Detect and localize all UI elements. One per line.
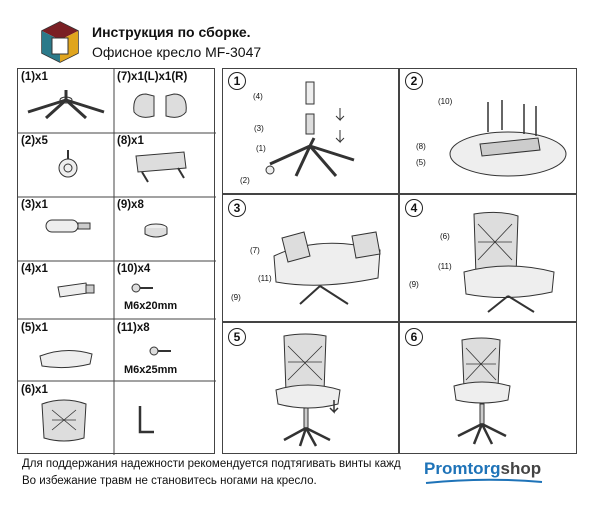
part-8-mechanism-drawing [135, 151, 187, 183]
part-11-size: M6x25mm [124, 364, 178, 376]
parts-list [17, 68, 216, 455]
brand-name: Promtorgshop [424, 459, 541, 479]
part-8-label: (8)x1 [117, 135, 144, 147]
step-5-number: 5 [228, 328, 246, 346]
hex-key-drawing [138, 406, 154, 434]
step-1-callout-2: (2) [240, 176, 250, 185]
part-9-label: (9)x8 [117, 199, 144, 211]
page-subtitle: Офисное кресло MF-3047 [92, 44, 262, 60]
part-4-cover-drawing [57, 282, 95, 298]
part-5-seat-drawing [39, 350, 93, 369]
step-3-callout-11: (11) [258, 274, 272, 283]
step-3-panel [222, 194, 399, 322]
step-2-callout-10: (10) [438, 97, 453, 106]
part-7-armrests-drawing [133, 93, 187, 118]
step-4-callout-6: (6) [440, 232, 450, 241]
part-9-cap-drawing [144, 223, 168, 238]
step-3-number: 3 [228, 199, 246, 217]
part-11-bolt-drawing [149, 346, 171, 356]
part-1-base-drawing [27, 90, 105, 120]
step-2-number: 2 [405, 72, 423, 90]
safety-note: Во избежание травм не становитесь ногами… [22, 475, 317, 487]
step-3-callout-7: (7) [250, 246, 260, 255]
brand-name-part2: shop [500, 459, 542, 478]
part-3-label: (3)x1 [21, 199, 48, 211]
step-3-drawing [273, 231, 381, 305]
step-4-callout-11: (11) [438, 262, 452, 271]
page-title: Инструкция по сборке. [92, 24, 251, 40]
step-6-number: 6 [405, 328, 423, 346]
part-3-gaslift-drawing [45, 219, 91, 233]
step-1-callout-3: (3) [254, 124, 264, 133]
part-1-label: (1)x1 [21, 71, 48, 83]
maintenance-note: Для поддержания надежности рекомендуется… [22, 458, 401, 470]
step-5-panel [222, 322, 399, 454]
brand-swoosh-icon [425, 478, 543, 484]
step-5-drawing [275, 333, 341, 447]
part-10-size: M6x20mm [124, 300, 178, 312]
step-4-drawing [463, 211, 555, 313]
step-1-callout-4: (4) [253, 92, 263, 101]
step-3-callout-9: (9) [231, 293, 241, 302]
part-4-label: (4)x1 [21, 263, 48, 275]
part-7-label: (7)x1(L)x1(R) [117, 71, 188, 83]
part-10-label: (10)x4 [117, 263, 151, 275]
step-4-callout-9: (9) [409, 280, 419, 289]
step-2-callout-8: (8) [416, 142, 426, 151]
step-1-panel [222, 68, 399, 194]
part-6-backrest-drawing [41, 399, 87, 442]
part-2-label: (2)x5 [21, 135, 48, 147]
step-1-callout-1: (1) [256, 144, 266, 153]
brand-logo [40, 20, 80, 64]
step-1-number: 1 [228, 72, 246, 90]
part-5-label: (5)x1 [21, 322, 48, 334]
step-4-panel [399, 194, 577, 322]
part-11-label: (11)x8 [117, 322, 150, 334]
step-2-drawing [449, 100, 567, 177]
step-6-drawing [453, 337, 511, 445]
step-2-panel [399, 68, 577, 194]
part-6-label: (6)x1 [21, 384, 48, 396]
step-4-number: 4 [405, 199, 423, 217]
parts-grid-lines [18, 69, 216, 455]
brand-name-part1: Promtorg [424, 459, 501, 478]
step-6-panel [399, 322, 577, 454]
part-2-caster-drawing [58, 150, 78, 178]
step-2-callout-5: (5) [416, 158, 426, 167]
step-1-drawing [265, 81, 355, 177]
part-10-bolt-drawing [131, 283, 153, 293]
